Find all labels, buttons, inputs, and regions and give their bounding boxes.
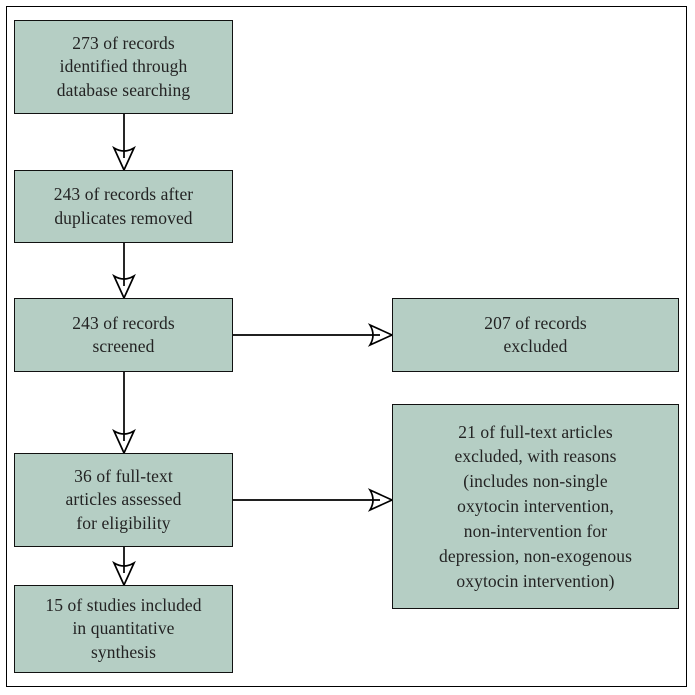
connector-eligibility-to-excluded-fulltext [233,488,395,512]
node-records-identified: 273 of records identified through databa… [14,20,233,114]
connector-duplicates-to-screened [112,243,136,301]
node-fulltext-articles-excluded-with-reasons: 21 of full-text articles excluded, with … [392,404,679,609]
node-records-excluded: 207 of records excluded [392,298,679,372]
node-records-screened: 243 of records screened [14,298,233,372]
node-fulltext-articles-assessed-for-eligibility: 36 of full-text articles assessed for el… [14,453,233,547]
node-studies-included-in-quantitative-synthesis: 15 of studies included in quantitative s… [14,585,233,673]
connector-identified-to-duplicates [112,114,136,173]
connector-screened-to-eligibility [112,372,136,456]
connector-screened-to-excluded-records [233,323,395,347]
connector-eligibility-to-included [112,547,136,588]
node-records-after-duplicates-removed: 243 of records after duplicates removed [14,170,233,243]
